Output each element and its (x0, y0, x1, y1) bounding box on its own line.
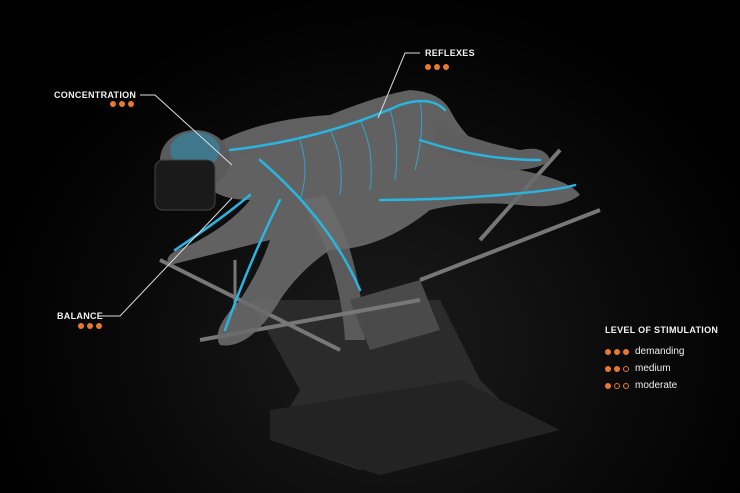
legend-title: LEVEL OF STIMULATION (605, 325, 719, 335)
level-dot-filled (119, 101, 125, 107)
balance-leader-line (102, 197, 233, 317)
legend-item-medium: medium (605, 360, 718, 377)
stimulation-legend: LEVEL OF STIMULATION demanding medium mo… (605, 325, 718, 394)
reflexes-leader-line (377, 52, 420, 119)
level-dot-filled (605, 382, 611, 389)
leg (430, 120, 550, 170)
reflexes-level-dots (425, 64, 449, 70)
legend-item-moderate: moderate (605, 377, 718, 394)
level-dot-filled (87, 323, 93, 329)
stand-arch (300, 195, 365, 340)
base-plate-front (270, 380, 560, 475)
balance-level-dots (78, 323, 102, 329)
level-dot-filled (110, 101, 116, 107)
nervous-system (173, 99, 577, 332)
legend-dots (605, 382, 629, 389)
legend-dots (605, 348, 629, 355)
level-dot-filled (96, 323, 102, 329)
brain (170, 132, 220, 168)
legend-dots (605, 365, 629, 372)
level-dot-filled (614, 365, 620, 372)
level-dot-empty (614, 382, 620, 389)
level-dot-empty (623, 382, 629, 389)
level-dot-filled (78, 323, 84, 329)
concentration-leader-line (140, 94, 233, 166)
legend-label: medium (635, 363, 671, 374)
level-dot-filled (605, 365, 611, 372)
level-dot-filled (434, 64, 440, 70)
nerve-branches (299, 99, 423, 201)
stand-column (350, 280, 440, 350)
concentration-level-dots (110, 101, 134, 107)
level-dot-filled (623, 348, 629, 355)
level-dot-filled (425, 64, 431, 70)
level-dot-filled (614, 348, 620, 355)
level-dot-filled (605, 348, 611, 355)
level-dot-empty (623, 365, 629, 372)
legend-label: demanding (635, 346, 685, 357)
level-dot-filled (443, 64, 449, 70)
rail (419, 208, 601, 282)
reflexes-label: REFLEXES (425, 48, 475, 58)
concentration-label: CONCENTRATION (54, 90, 137, 100)
legend-label: moderate (635, 380, 678, 391)
balance-label: BALANCE (57, 311, 104, 321)
vr-headset (154, 159, 216, 211)
legend-item-demanding: demanding (605, 343, 718, 360)
level-dot-filled (128, 101, 134, 107)
